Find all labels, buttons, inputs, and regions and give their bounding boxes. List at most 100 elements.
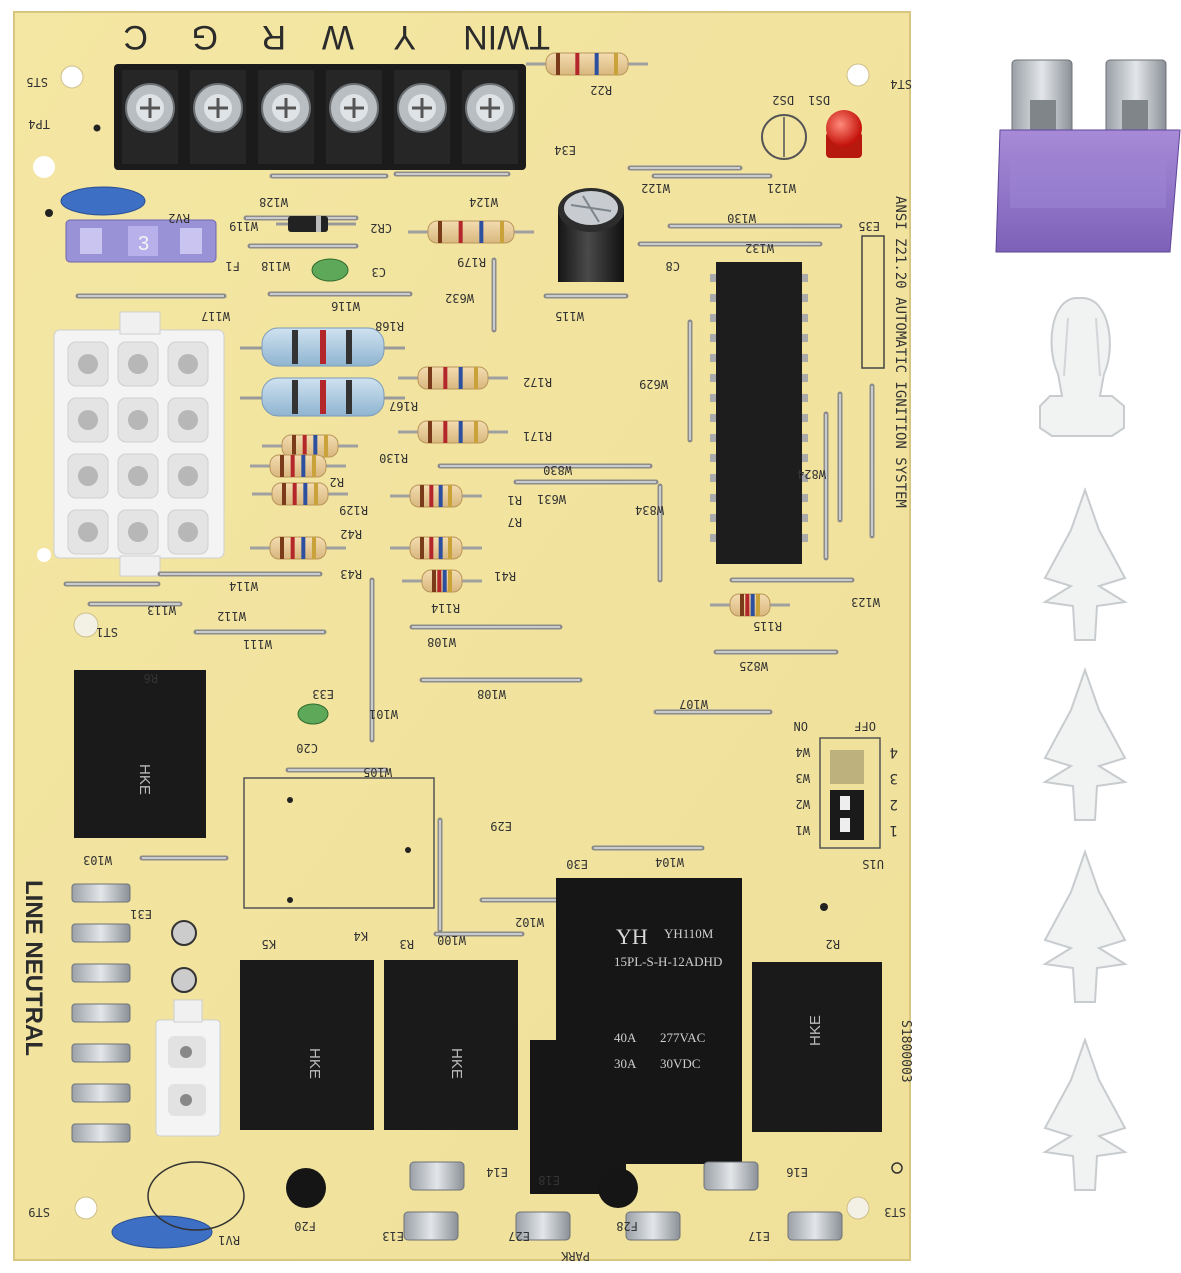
quick-connect-terminal — [71, 963, 131, 983]
silkscreen-label: R42 — [340, 527, 362, 541]
plastic-push-clip — [1042, 486, 1128, 641]
silkscreen-label: E31 — [130, 907, 152, 921]
ic-pin — [802, 434, 808, 442]
mount-hole — [37, 548, 51, 562]
main-relay-model: YH110M — [664, 926, 714, 941]
resistor — [398, 420, 508, 444]
mount-hole — [73, 612, 99, 638]
ic-pin — [710, 534, 716, 542]
connector-pin — [67, 453, 109, 499]
silkscreen-label: W107 — [679, 697, 708, 711]
silkscreen-label: C20 — [296, 741, 318, 755]
board-fuse: 3 — [65, 219, 217, 263]
silkscreen-label: R167 — [389, 399, 418, 413]
silkscreen-label: E35 — [858, 219, 880, 233]
silkscreen-label: CR2 — [370, 221, 392, 235]
ic-pin — [710, 434, 716, 442]
silkscreen-label: PARK — [560, 1249, 590, 1263]
mount-hole — [846, 63, 870, 87]
ic-pin — [802, 514, 808, 522]
ic-pin — [802, 474, 808, 482]
silkscreen-label: ST9 — [28, 1205, 50, 1219]
terminal-screw — [462, 70, 518, 164]
silkscreen-label: R130 — [379, 451, 408, 465]
silkscreen-label: W102 — [515, 915, 544, 929]
connector-pin — [67, 509, 109, 555]
silkscreen-label: RV2 — [168, 211, 190, 225]
diode-cr2 — [276, 216, 356, 232]
silkscreen-label: ST3 — [884, 1205, 906, 1219]
silkscreen-label: RV1 — [218, 1233, 240, 1247]
silkscreen-label: W105 — [363, 765, 392, 779]
ic-pin — [802, 314, 808, 322]
relay-r6-brand: HKE — [136, 764, 153, 795]
silkscreen-label: W130 — [727, 211, 756, 225]
quick-connect-terminal — [703, 1161, 759, 1191]
silkscreen-label: W103 — [83, 853, 112, 867]
ic-pin — [802, 274, 808, 282]
quick-connect-terminal — [71, 1123, 131, 1143]
main-relay-brand: YH — [616, 924, 648, 949]
silkscreen-label: K5 — [262, 937, 276, 951]
ic-pin — [710, 454, 716, 462]
silkscreen-label: U1S — [862, 857, 884, 871]
silkscreen-label: W116 — [331, 299, 360, 313]
silkscreen-label: W100 — [437, 933, 466, 947]
silkscreen-label: W118 — [261, 259, 290, 273]
connector-pin — [167, 509, 209, 555]
resistor — [252, 482, 348, 506]
plastic-push-clip — [1042, 666, 1128, 821]
silkscreen-label: W104 — [655, 855, 684, 869]
silkscreen-label: R41 — [494, 569, 516, 583]
main-relay-rating2-v: 30VDC — [660, 1056, 700, 1071]
ic-pin — [710, 414, 716, 422]
connector-pin — [67, 397, 109, 443]
dip-switch-on-label: ON — [794, 719, 808, 733]
dip-switch-w-label: W2 — [796, 797, 810, 811]
silkscreen-label: W834 — [635, 503, 664, 517]
ic-pin — [710, 514, 716, 522]
relay-k5-brand: HKE — [306, 1048, 323, 1079]
silkscreen-label: W122 — [641, 181, 670, 195]
resistor — [398, 366, 508, 390]
ic-pin — [710, 474, 716, 482]
silkscreen-label: TP4 — [28, 117, 50, 131]
terminal-screw — [190, 70, 246, 164]
resistor — [408, 220, 534, 244]
quick-connect-terminal — [409, 1161, 465, 1191]
silkscreen-label: E14 — [486, 1165, 508, 1179]
sensor-f28 — [598, 1168, 638, 1208]
terminal-label-twin: TWIN — [463, 18, 550, 56]
k4-footprint — [243, 777, 435, 909]
dip-switch-position-label: 2 — [890, 796, 898, 812]
quick-connect-terminal — [787, 1211, 843, 1241]
microcontroller-ic — [710, 262, 808, 564]
terminal-screw — [258, 70, 314, 164]
resistor — [390, 484, 482, 508]
silkscreen-label: E17 — [748, 1229, 770, 1243]
silkscreen-label: R3 — [400, 937, 414, 951]
led-ds2 — [761, 114, 807, 160]
silkscreen-label: W112 — [217, 609, 246, 623]
quick-connect-terminal — [71, 1003, 131, 1023]
control-board: TWIN Y W R G C 3 — [13, 11, 913, 1263]
silkscreen-label: E34 — [554, 143, 576, 157]
silkscreen-label: R2 — [826, 937, 840, 951]
main-relay-yh110m: YH YH110M 15PL-S-H-12ADHD 40A 277VAC 30A… — [530, 878, 742, 1194]
silkscreen-label: W128 — [259, 195, 288, 209]
mount-hole — [846, 1196, 870, 1220]
ic-pin — [802, 374, 808, 382]
board-code: S1800003 — [898, 1020, 913, 1083]
terminal-label-r: R — [261, 18, 286, 56]
silkscreen-label: R115 — [753, 619, 782, 633]
silkscreen-label: ST4 — [890, 77, 912, 91]
quick-connect-terminal — [515, 1211, 571, 1241]
resistor — [402, 569, 482, 593]
silkscreen-label: F28 — [616, 1219, 638, 1233]
silkscreen-label: W101 — [369, 707, 398, 721]
quick-connect-terminal — [71, 923, 131, 943]
silkscreen-label: W825 — [739, 659, 768, 673]
resistor — [526, 52, 648, 76]
plastic-push-clip — [1042, 848, 1128, 1003]
